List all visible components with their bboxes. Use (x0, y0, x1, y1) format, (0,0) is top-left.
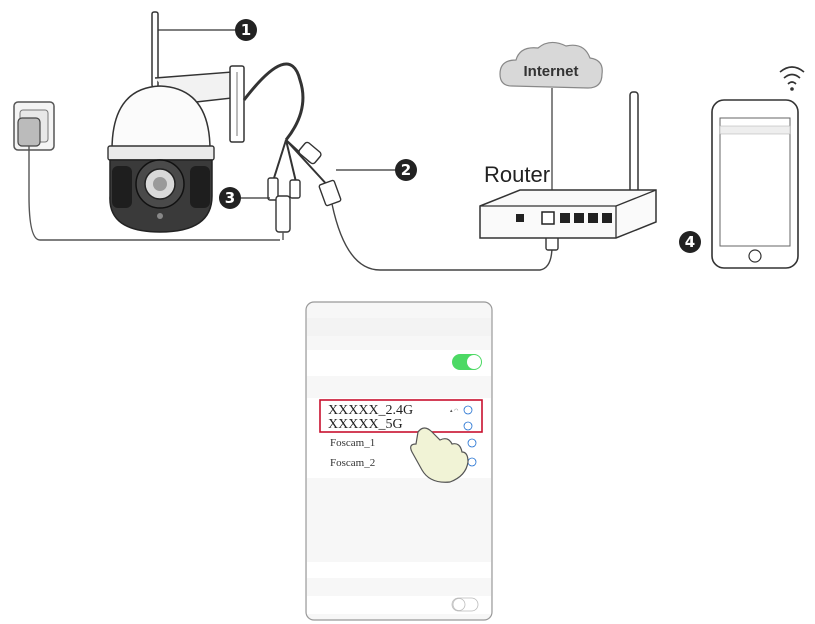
step-badge-1: 1 (235, 19, 257, 41)
svg-text:2: 2 (401, 161, 411, 179)
step-badge-3: 3 (219, 187, 241, 209)
hand-pointer-icon (410, 427, 469, 483)
svg-text:▴ ◠: ▴ ◠ (450, 408, 458, 414)
router-label: Router (484, 162, 550, 187)
svg-text:Foscam_1: Foscam_1 (330, 437, 375, 449)
svg-text:3: 3 (225, 189, 235, 207)
svg-text:XXXXX_2.4G: XXXXX_2.4G (328, 403, 413, 418)
cloud-icon: Internet (499, 41, 603, 89)
network-item-1[interactable]: XXXXX_5G (328, 417, 473, 432)
router-icon: Router (479, 91, 657, 239)
ethernet-cable (331, 203, 553, 271)
power-adapter-icon (13, 101, 280, 241)
camera-icon (107, 11, 342, 240)
wifi-settings-screen: XXXXX_2.4G ▴ ◠ XXXXX_5G Foscam_1 Foscam_… (305, 301, 493, 621)
svg-text:XXXXX_5G: XXXXX_5G (328, 417, 403, 432)
svg-text:4: 4 (685, 233, 695, 251)
wifi-toggle[interactable] (452, 354, 482, 370)
network-item-2[interactable]: Foscam_1 (330, 437, 477, 449)
internet-label: Internet (523, 63, 578, 80)
wifi-signal-icon (779, 66, 805, 91)
smartphone-icon (711, 99, 799, 269)
svg-text:Foscam_2: Foscam_2 (330, 457, 375, 469)
highlight-box (319, 399, 483, 433)
step-badge-4: 4 (679, 231, 701, 253)
ask-to-join-toggle[interactable] (451, 597, 479, 612)
network-item-0[interactable]: XXXXX_2.4G ▴ ◠ (328, 403, 473, 418)
svg-text:1: 1 (241, 21, 251, 39)
step-badge-2: 2 (395, 159, 417, 181)
